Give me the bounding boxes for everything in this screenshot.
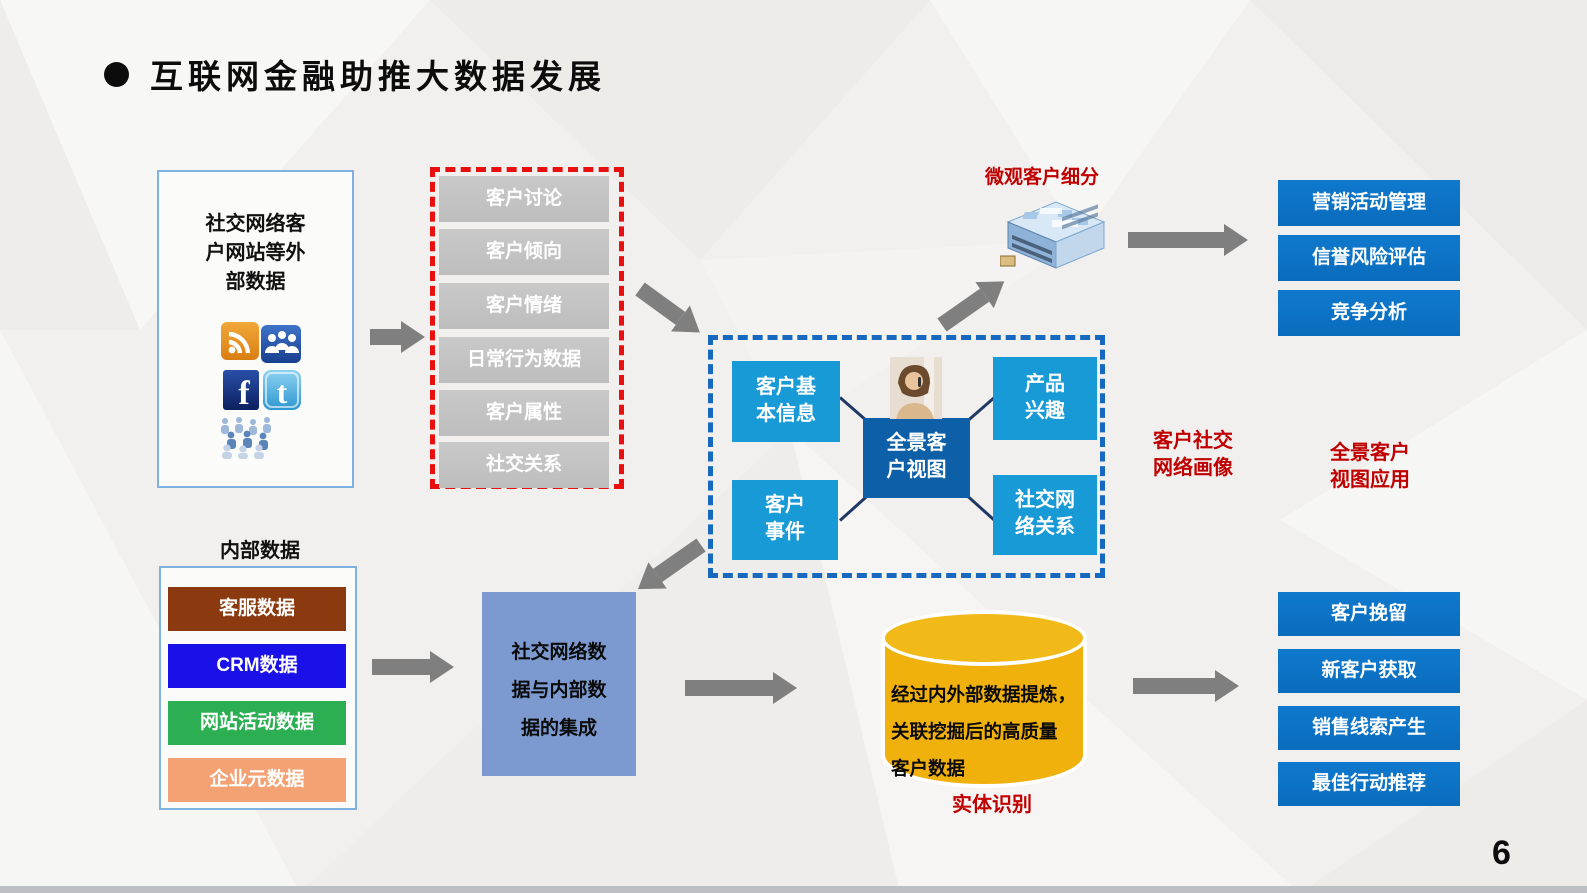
- app-next-best-action: 最佳行动推荐: [1278, 762, 1460, 806]
- attribute-bar: 客户情绪: [439, 283, 609, 329]
- arrow-database-to-apps: [1133, 678, 1215, 694]
- rss-icon: [221, 322, 259, 360]
- svg-text:f: f: [238, 375, 250, 410]
- app-customer-retention: 客户挽留: [1278, 592, 1460, 636]
- bar-enterprise-metadata: 企业元数据: [168, 758, 346, 802]
- arrow-view-to-integration: [652, 538, 706, 582]
- attribute-bar: 客户讨论: [439, 176, 609, 222]
- social-profile-label: 客户社交网络画像: [1153, 430, 1233, 479]
- view-application-label: 全景客户视图应用: [1330, 442, 1410, 491]
- arrow-integration-to-database: [685, 680, 773, 696]
- app-marketing-campaign-mgmt: 营销活动管理: [1278, 180, 1460, 226]
- bar-website-activity-data: 网站活动数据: [168, 701, 346, 745]
- facebook-icon: f: [223, 370, 259, 410]
- page-number: 6: [1492, 834, 1511, 872]
- node-panoramic-customer-view: 全景客户视图: [863, 418, 970, 498]
- refined-data-text: 经过内外部数据提炼， 关联挖掘后的高质量 客户数据: [891, 684, 1077, 779]
- integration-box: 社交网络数 据与内部数 据的集成: [482, 592, 636, 776]
- node-customer-basic-info: 客户基本信息: [732, 361, 840, 442]
- bar-customer-service-data: 客服数据: [168, 587, 346, 631]
- customer-service-photo: [890, 357, 942, 424]
- attribute-bar: 客户属性: [439, 390, 609, 436]
- cylinder-top: [881, 610, 1087, 666]
- attribute-bar: 日常行为数据: [439, 337, 609, 383]
- svg-text:t: t: [277, 374, 288, 410]
- arrow-segmentation-to-apps: [1128, 232, 1224, 248]
- twitter-icon: t: [263, 370, 301, 410]
- data-cube-image: [999, 196, 1112, 277]
- app-sales-lead-generation: 销售线索产生: [1278, 706, 1460, 750]
- arrow-external-to-attributes: [370, 329, 401, 345]
- bottom-bar: [0, 886, 1587, 893]
- arrow-internal-to-integration: [372, 659, 430, 675]
- internal-data-label: 内部数据: [220, 540, 300, 562]
- social-icons-cluster: f t: [219, 322, 309, 417]
- app-reputation-risk-assessment: 信誉风险评估: [1278, 235, 1460, 281]
- database-cylinder: 经过内外部数据提炼， 关联挖掘后的高质量 客户数据: [881, 610, 1087, 788]
- bar-crm-data: CRM数据: [168, 644, 346, 688]
- external-data-box: 社交网络客 户网站等外 部数据 f: [157, 170, 354, 488]
- customer-view-box: [708, 335, 1105, 578]
- external-data-label: 社交网络客 户网站等外 部数据: [205, 213, 306, 293]
- title-bullet-icon: [104, 62, 129, 87]
- arrow-view-to-segmentation: [937, 288, 990, 332]
- node-social-network-relations: 社交网络关系: [993, 475, 1097, 555]
- myspace-people-icon: [261, 325, 301, 363]
- crowd-people-image: [217, 415, 279, 464]
- entity-recognition-label: 实体识别: [952, 794, 1032, 816]
- node-customer-events: 客户事件: [732, 480, 838, 560]
- micro-segmentation-label: 微观客户细分: [985, 167, 1100, 188]
- attribute-bar: 社交关系: [439, 442, 609, 488]
- slide-title: 互联网金融助推大数据发展: [150, 58, 606, 95]
- attribute-bar: 客户倾向: [439, 229, 609, 275]
- arrow-attributes-to-view: [635, 282, 686, 325]
- app-new-customer-acquisition: 新客户获取: [1278, 649, 1460, 693]
- app-competitive-analysis: 竞争分析: [1278, 290, 1460, 336]
- node-product-interest: 产品兴趣: [993, 357, 1097, 440]
